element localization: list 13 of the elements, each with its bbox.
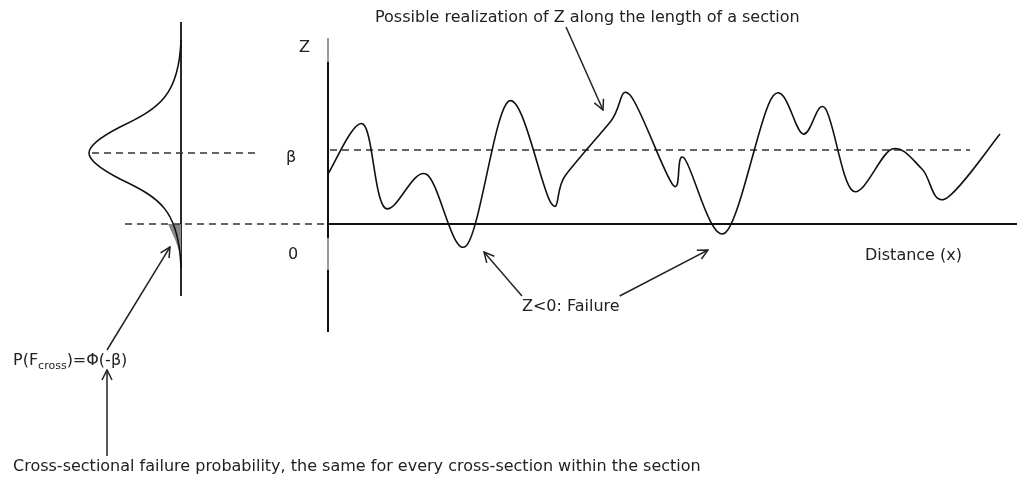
arrow — [618, 249, 709, 297]
arrow — [101, 369, 113, 457]
axis-label: Z — [299, 37, 310, 57]
axis-tick-label: β — [286, 147, 297, 167]
arrow — [483, 251, 523, 297]
arrow — [106, 246, 171, 351]
annotation-text: Z<0: Failure — [522, 296, 620, 316]
annotation-text: Possible realization of Z along the length of a section — [375, 7, 800, 27]
formula-text: P(F$_{cross}$)=Φ(-β) — [13, 350, 128, 370]
annotation-text: Cross-sectional failure probability, the same for every cross-section within the section — [13, 456, 701, 476]
axis-label: Distance (x) — [865, 245, 962, 265]
axis-tick-label: 0 — [288, 244, 299, 264]
arrow — [565, 26, 605, 111]
